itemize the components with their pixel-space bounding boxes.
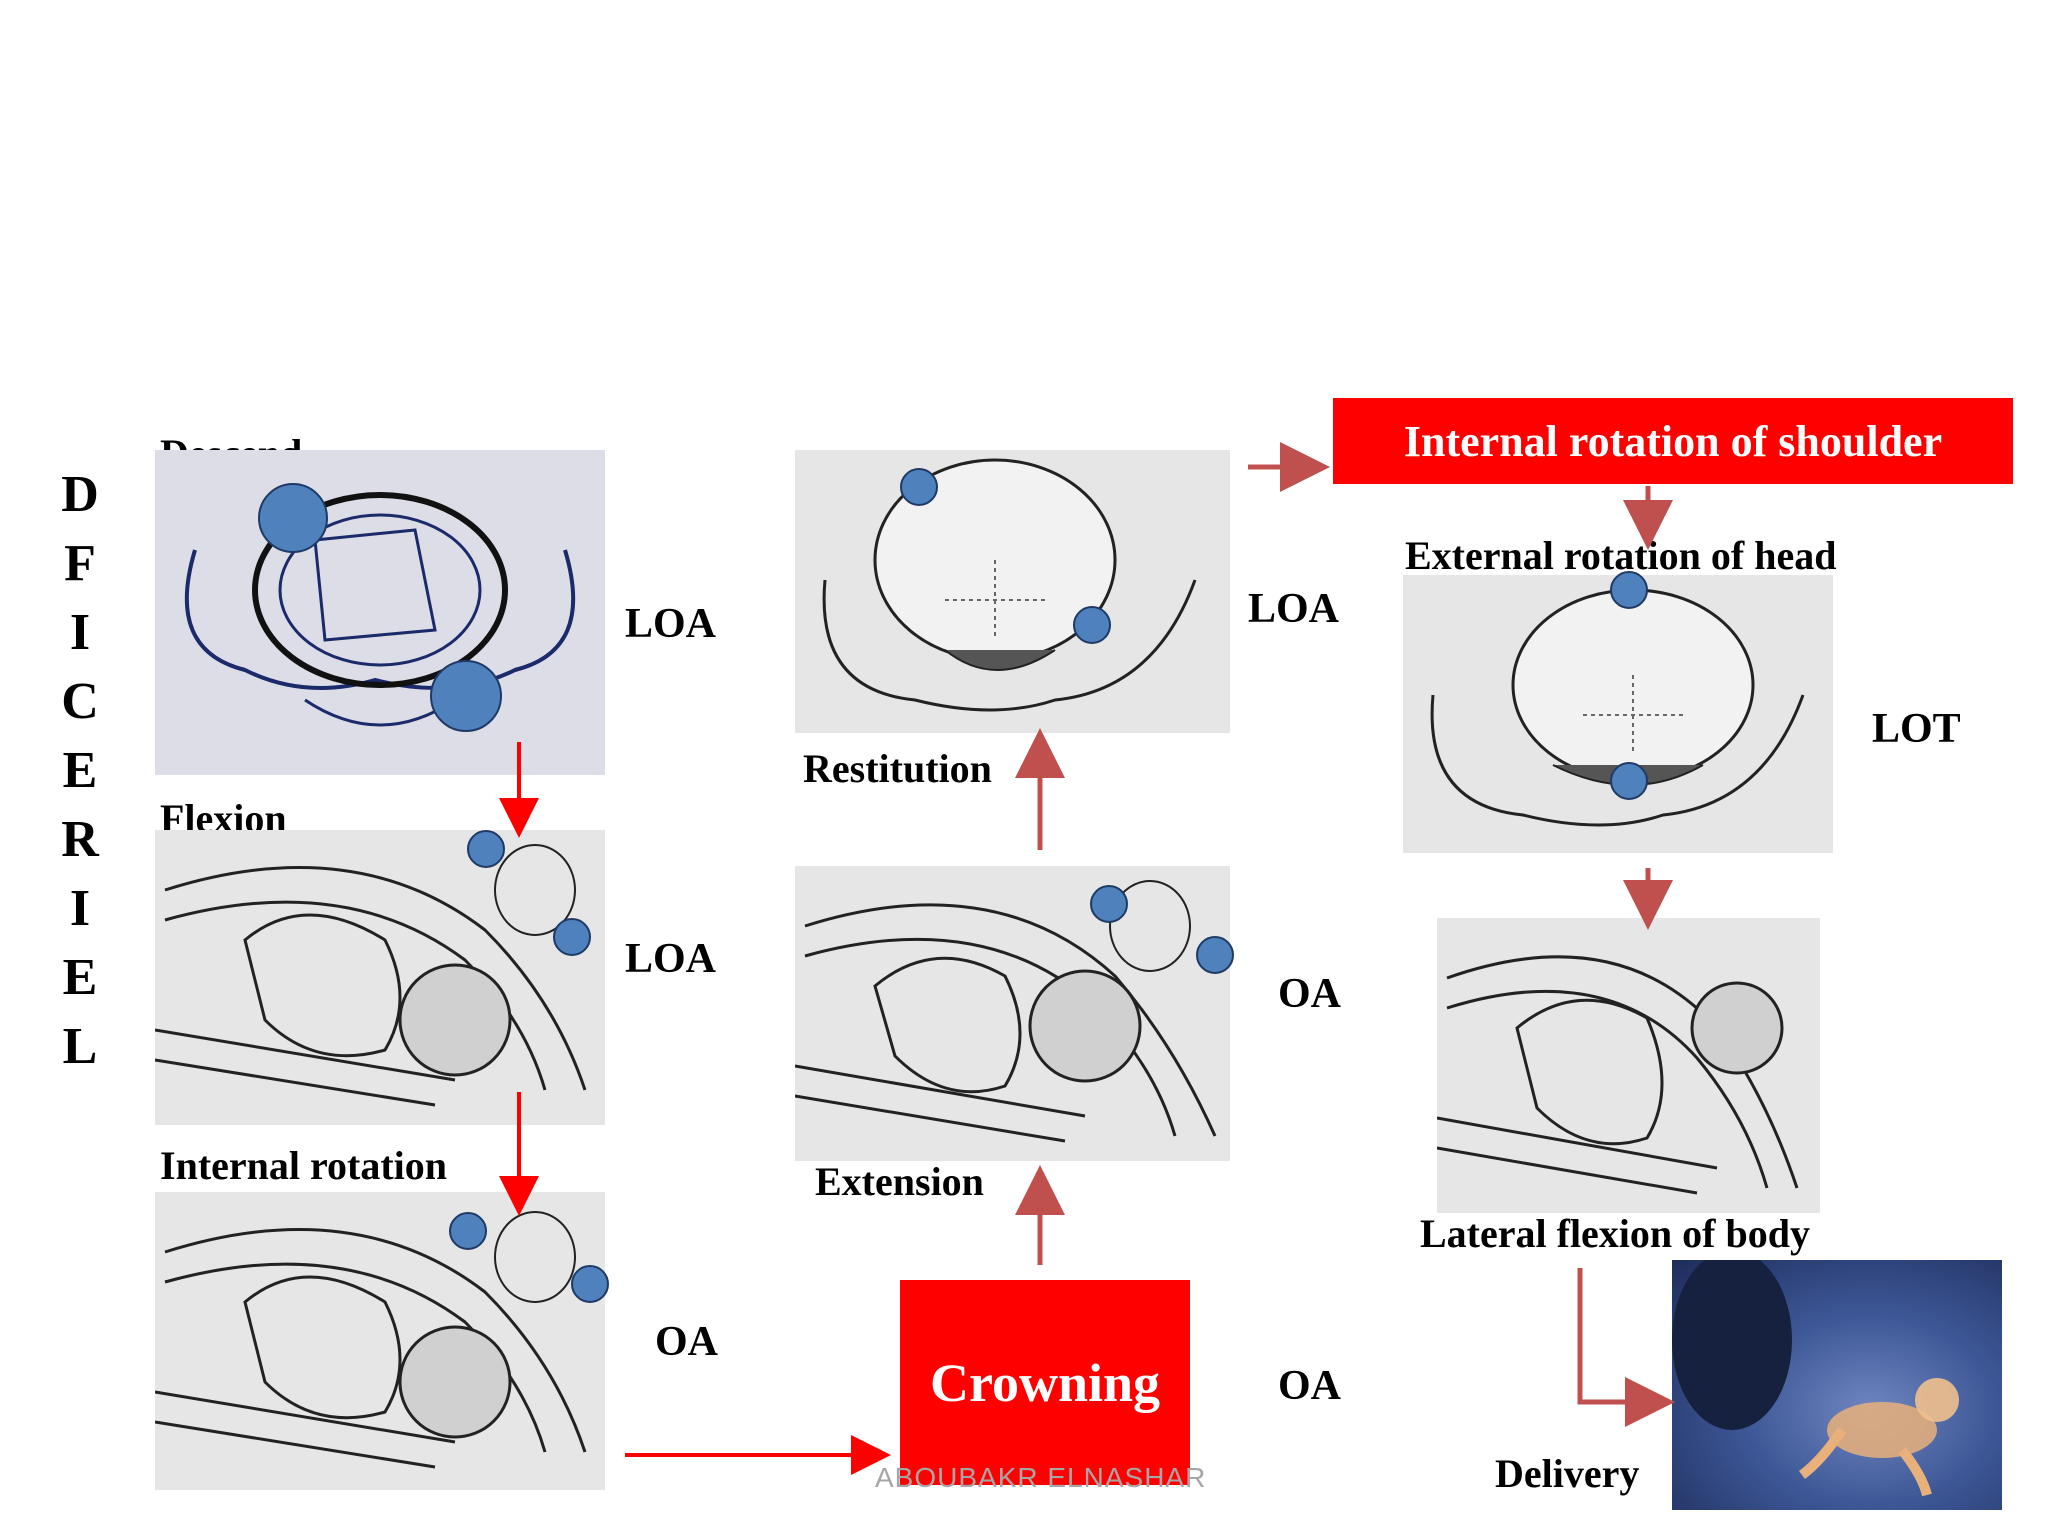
stage-label-extension: Extension: [815, 1159, 984, 1204]
marker-dot: [571, 1265, 609, 1303]
acronym-letter: E: [62, 949, 98, 1006]
position-label-crowning: OA: [1278, 1363, 1341, 1409]
stage-label-delivery: Delivery: [1495, 1451, 1640, 1496]
marker-dot: [430, 660, 502, 732]
position-label-external-rotation: LOT: [1872, 706, 1961, 752]
position-label-internal-rotation: OA: [655, 1319, 718, 1365]
external-rotation-figure: [1403, 575, 1833, 853]
marker-dot: [467, 830, 505, 868]
marker-dot: [900, 468, 938, 506]
internal-rotation-figure: [155, 1192, 605, 1490]
acronym-letter: D: [61, 466, 99, 523]
pelvis-inlet-figure: [155, 450, 605, 775]
footer-author: ABOUBAKR ELNASHAR: [875, 1462, 1207, 1493]
acronym-letter: L: [62, 1018, 98, 1075]
restitution-figure: [795, 450, 1230, 733]
position-label-restitution: LOA: [1248, 586, 1340, 632]
extension-figure: [795, 866, 1230, 1161]
acronym-letter: F: [64, 535, 96, 592]
position-label-flexion: LOA: [625, 936, 717, 982]
acronym-letter: I: [69, 604, 91, 661]
position-label-descend: LOA: [625, 601, 717, 647]
position-label-extension: OA: [1278, 971, 1341, 1017]
marker-dot: [1090, 885, 1128, 923]
acronym-column: D F I C E R I E L: [50, 460, 110, 1081]
marker-dot: [553, 918, 591, 956]
marker-dot: [1196, 936, 1234, 974]
marker-dot: [1610, 762, 1648, 800]
marker-dot: [258, 483, 328, 553]
marker-dot: [449, 1212, 487, 1250]
stage-label-lateral-flexion: Lateral flexion of body: [1420, 1211, 1810, 1256]
delivery-photo: [1672, 1260, 2002, 1510]
stage-label-restitution: Restitution: [803, 746, 992, 791]
acronym-letter: R: [61, 811, 99, 868]
marker-dot: [1073, 606, 1111, 644]
flexion-figure: [155, 830, 605, 1125]
stage-label-external-rotation-head: External rotation of head: [1405, 533, 1837, 578]
crowning-box: Crowning: [900, 1280, 1190, 1485]
acronym-letter: E: [62, 742, 98, 799]
acronym-letter: C: [61, 673, 99, 730]
acronym-letter: I: [69, 880, 91, 937]
internal-rotation-shoulder-box: Internal rotation of shoulder: [1333, 398, 2013, 484]
lateral-flexion-figure: [1437, 918, 1820, 1213]
marker-dot: [1610, 571, 1648, 609]
stage-label-internal-rotation: Internal rotation: [160, 1143, 448, 1188]
arrow-lateral-flexion-to-delivery: [1577, 1268, 1675, 1427]
